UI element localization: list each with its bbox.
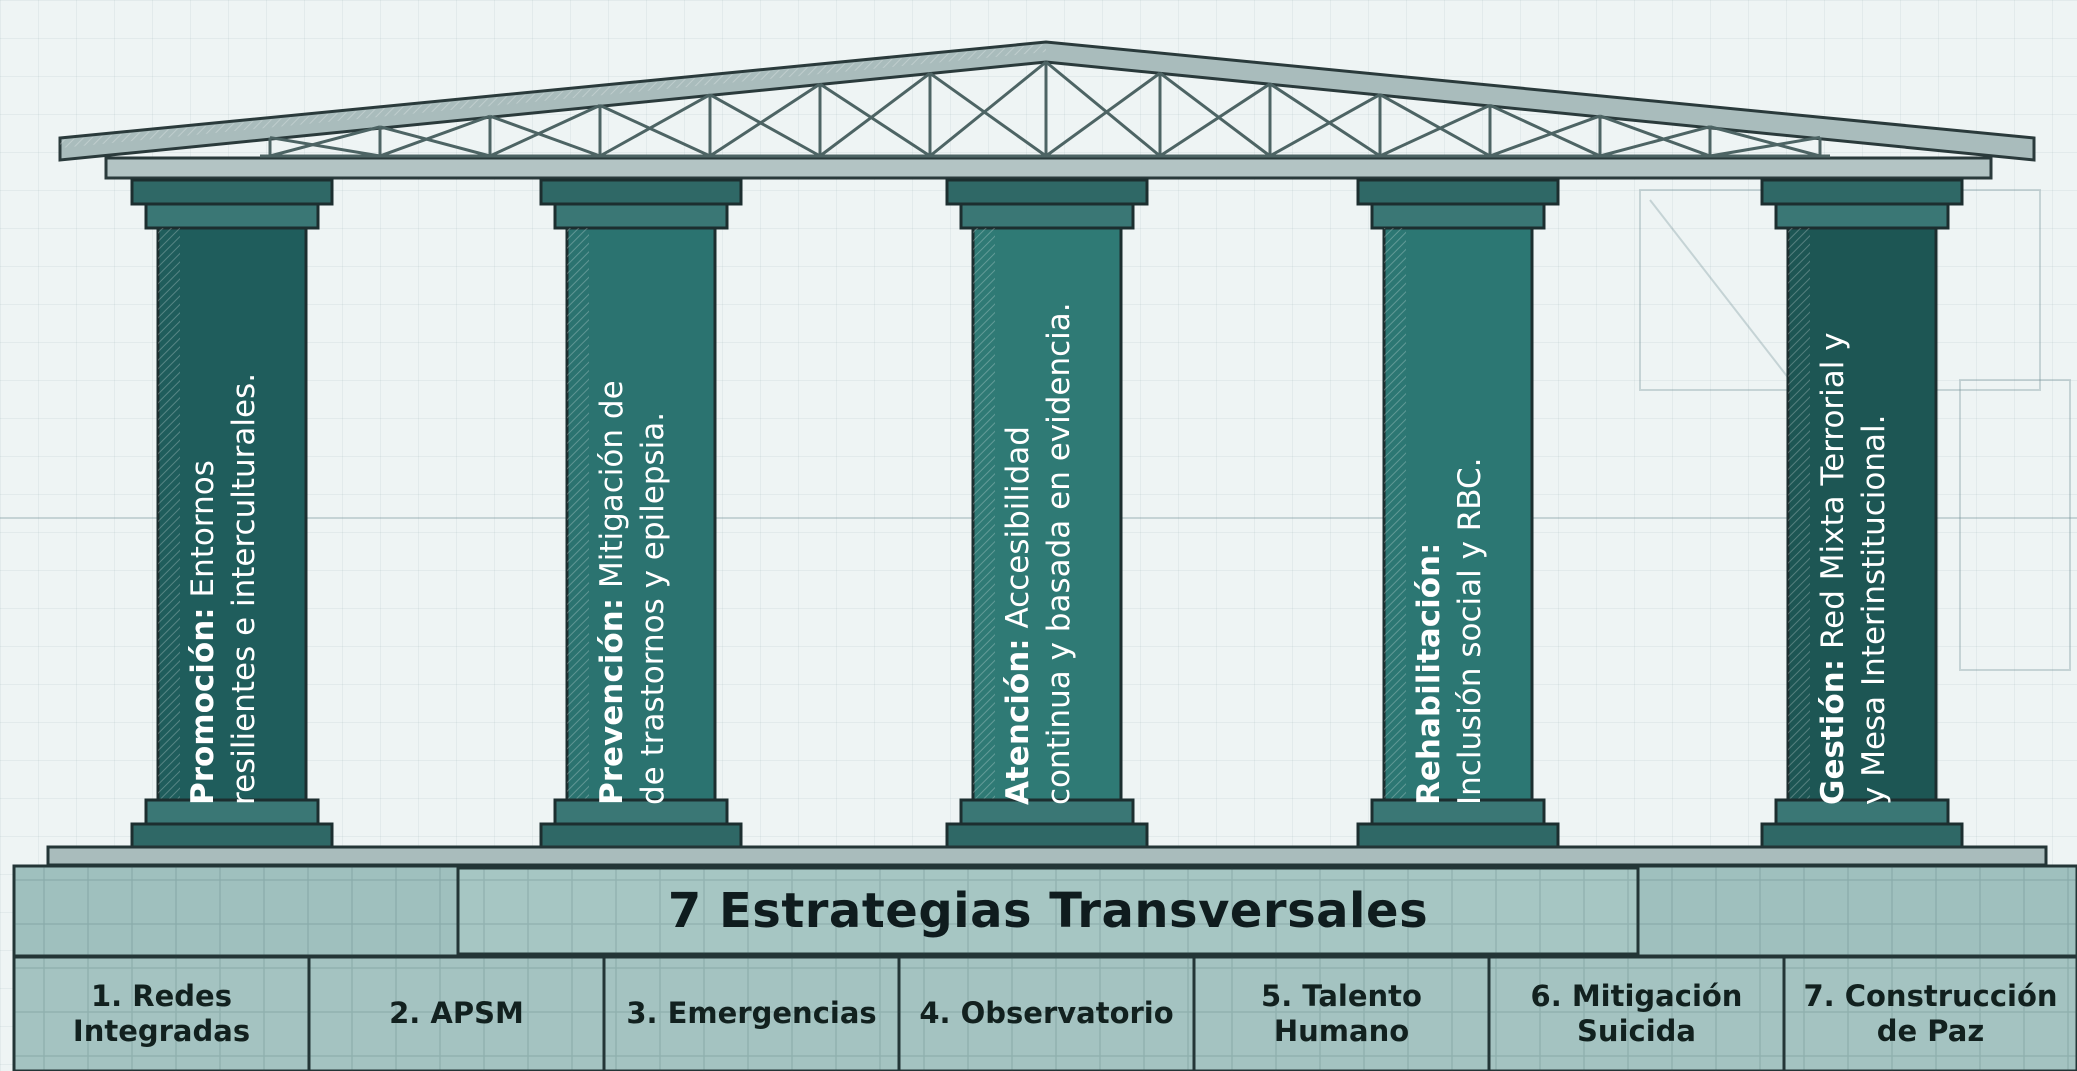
strategy-cell: 2. APSM	[309, 957, 604, 1071]
strategy-cell: 3. Emergencias	[604, 957, 899, 1071]
strategy-cell: 4. Observatorio	[899, 957, 1194, 1071]
strategy-label-line1: 1. Redes	[91, 978, 232, 1013]
roof	[58, 40, 2036, 180]
foundation-strategy-row	[12, 955, 2077, 1071]
strategy-label-line2: Suicida	[1577, 1014, 1696, 1048]
pillar-description-start: Entornos	[185, 460, 222, 608]
pillar	[1760, 178, 1964, 850]
strategy-label-line1: 2. APSM	[389, 996, 524, 1031]
pillar-title: Gestión:	[1815, 658, 1852, 805]
pillar-description-end: de trastornos y epilepsia.	[635, 411, 671, 805]
pillar-description-start: Red Mixta Terrorial y	[1815, 332, 1852, 659]
pillar	[945, 178, 1149, 850]
strategy-label-line2: Humano	[1273, 1014, 1410, 1048]
pillar-title: Promoción:	[185, 607, 222, 805]
pillar-description-start: Accesibilidad	[1000, 426, 1037, 639]
pillar-title: Rehabilitación:	[1411, 542, 1448, 805]
pillar	[130, 178, 334, 850]
pillar-description-end: resilientes e interculturales.	[226, 372, 262, 805]
pillar-title: Atención:	[1000, 638, 1037, 805]
pillar	[1356, 178, 1560, 850]
pillar-title: Prevención:	[594, 597, 631, 805]
strategy-label-line2: Integradas	[72, 1014, 251, 1048]
roof-truss	[260, 60, 1830, 158]
pillars	[130, 178, 1964, 850]
stylobate	[46, 845, 2048, 867]
pillar-label: Rehabilitación:Inclusión social y RBC.	[1400, 225, 1500, 805]
strategy-label-line1: 4. Observatorio	[919, 996, 1174, 1031]
pillar-description-end: Inclusión social y RBC.	[1452, 457, 1488, 805]
pillar-description-end: continua y basada en evidencia.	[1041, 302, 1077, 805]
strategy-label-line2: de Paz	[1876, 1014, 1985, 1048]
pillar-description-end: y Mesa Interinstitucional.	[1856, 414, 1892, 806]
foundation-title-band	[12, 864, 2077, 958]
pillar-description-start: Mitigación de	[594, 380, 631, 598]
strategy-label-line1: 3. Emergencias	[626, 996, 877, 1031]
foundation-title: 7 Estrategias Transversales	[667, 883, 1429, 939]
strategy-label-line1: 7. Construcción	[1803, 978, 2058, 1013]
strategy-label-line1: 6. Mitigación	[1530, 978, 1743, 1013]
pillar	[539, 178, 743, 850]
strategy-label-line1: 5. Talento	[1261, 978, 1422, 1013]
